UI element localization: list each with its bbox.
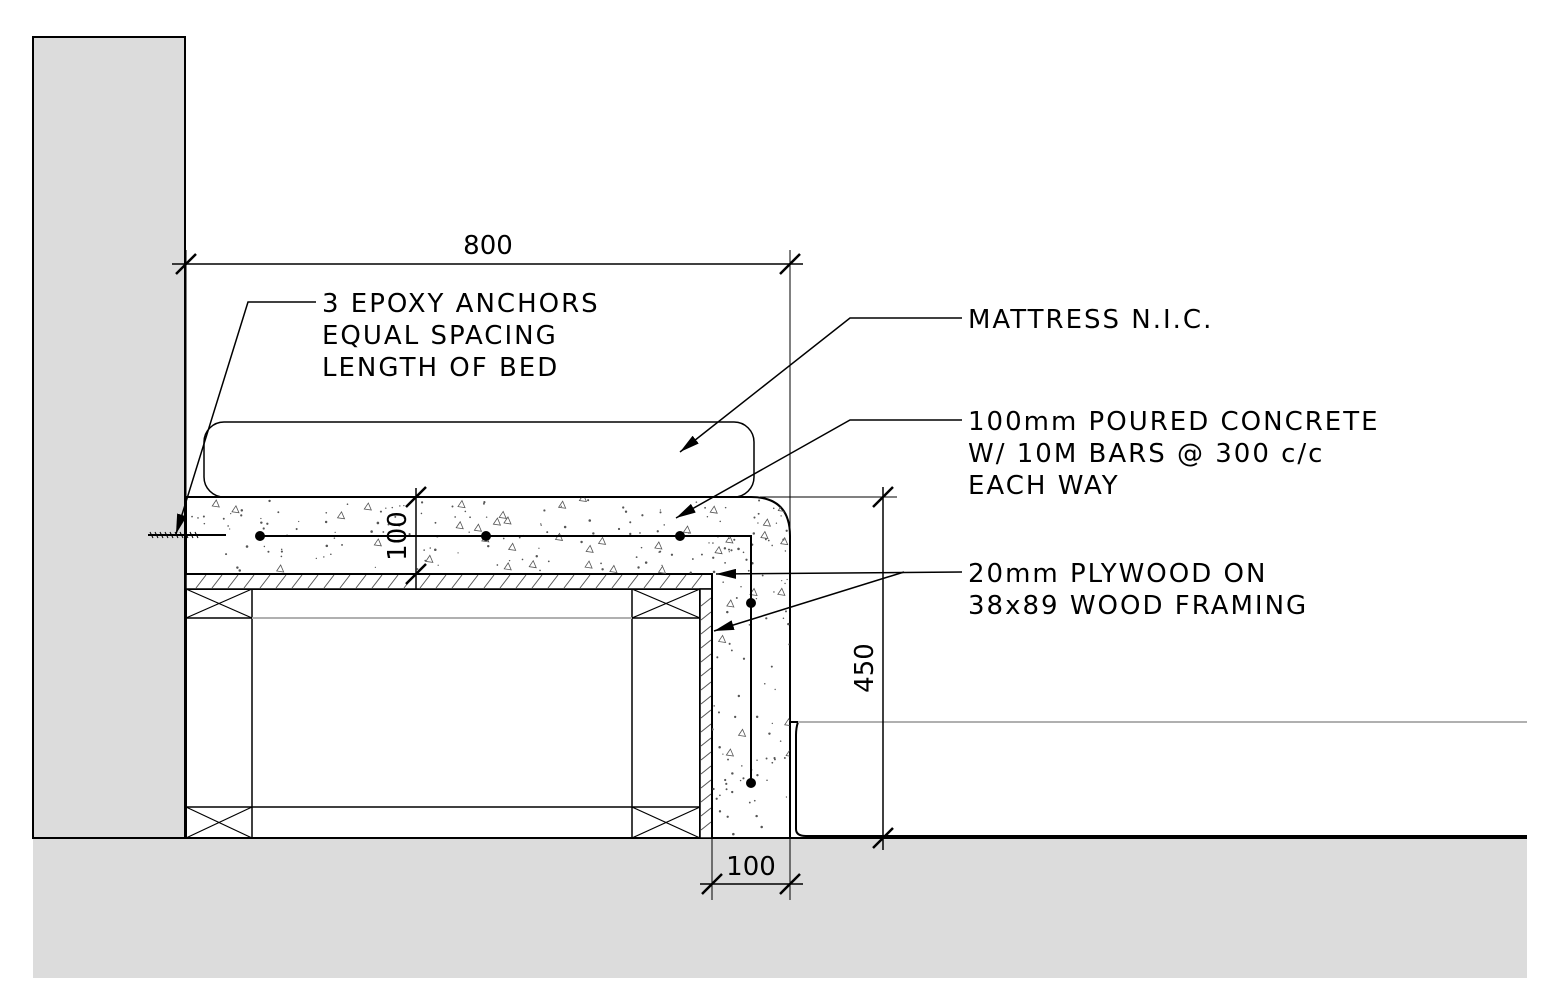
dimension-bed-height: 450: [760, 486, 897, 850]
note-mattress: MATTRESS N.I.C.: [968, 305, 1213, 335]
dimension-side-thickness: 100: [700, 838, 803, 900]
dimension-label-100-horizontal: 100: [726, 852, 776, 882]
note-concrete: 100mm POURED CONCRETE W/ 10M BARS @ 300 …: [968, 407, 1380, 501]
note-plywood-line-1: 20mm PLYWOOD ON: [968, 559, 1267, 589]
epoxy-anchor-icon: [148, 531, 226, 539]
dimension-label-800: 800: [463, 231, 513, 261]
wood-framing: [185, 588, 701, 839]
note-epoxy-anchors: 3 EPOXY ANCHORS EQUAL SPACING LENGTH OF …: [322, 289, 600, 383]
note-plywood-line-2: 38x89 WOOD FRAMING: [968, 591, 1308, 621]
existing-wall: [32, 36, 186, 839]
floor-finish-base: [790, 721, 1527, 837]
leader-lines: [175, 301, 963, 632]
reinforcing-bars: [255, 531, 756, 788]
dimension-bed-width: 800: [172, 231, 803, 900]
note-plywood: 20mm PLYWOOD ON 38x89 WOOD FRAMING: [968, 559, 1308, 621]
note-concrete-line-3: EACH WAY: [968, 471, 1120, 501]
note-anchors-line-3: LENGTH OF BED: [322, 353, 559, 383]
mattress-outline: [203, 421, 755, 498]
note-anchors-line-2: EQUAL SPACING: [322, 321, 558, 351]
note-concrete-line-1: 100mm POURED CONCRETE: [968, 407, 1380, 437]
existing-floor: [33, 838, 1527, 978]
note-concrete-line-2: W/ 10M BARS @ 300 c/c: [968, 439, 1324, 469]
dimension-label-450: 450: [850, 643, 880, 693]
dimension-concrete-thickness: 100: [383, 486, 427, 589]
dimension-label-100-vertical: 100: [383, 511, 413, 561]
note-mattress-line-1: MATTRESS N.I.C.: [968, 305, 1213, 335]
note-anchors-line-1: 3 EPOXY ANCHORS: [322, 289, 600, 319]
